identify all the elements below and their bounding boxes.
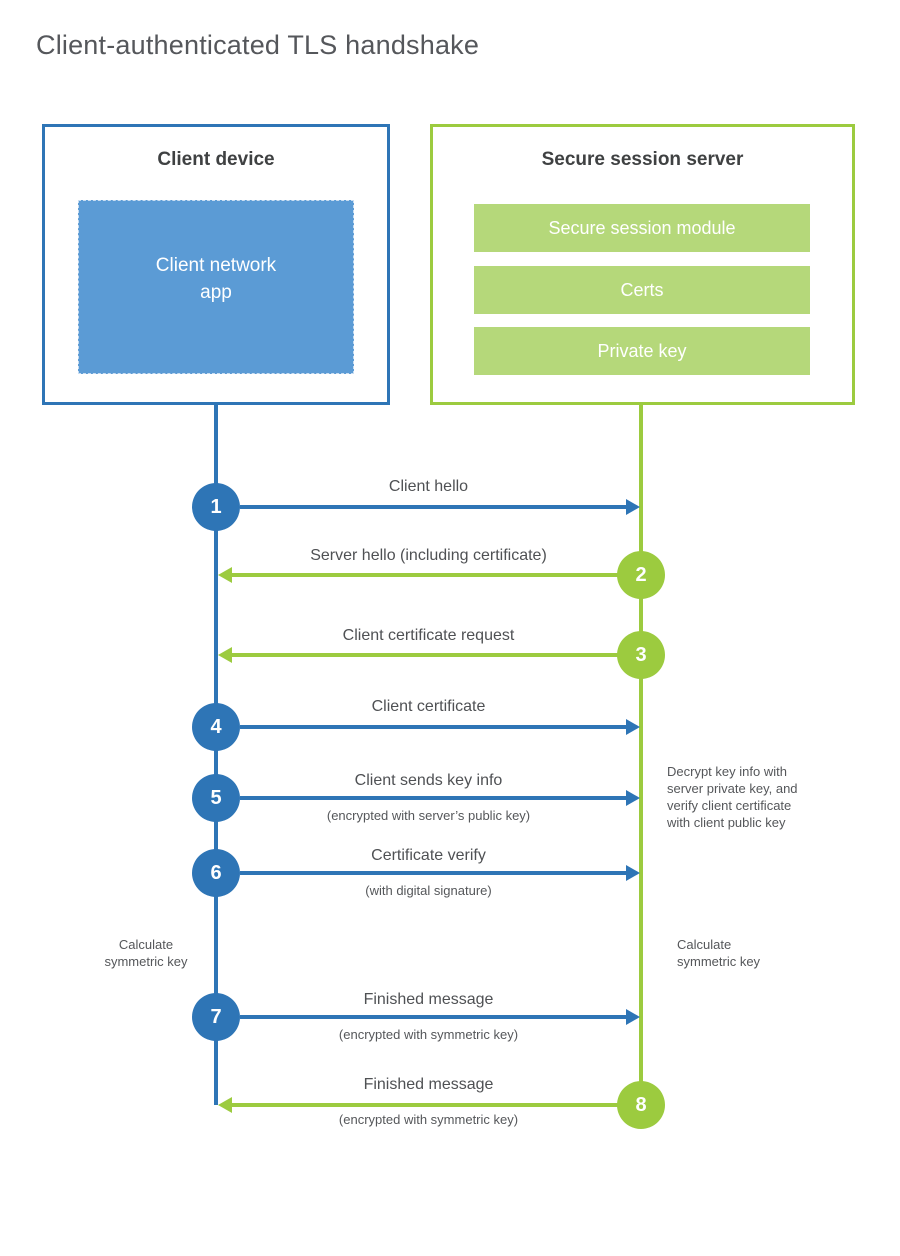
step8-circle: 8 bbox=[617, 1081, 665, 1129]
step7-circle: 7 bbox=[192, 993, 240, 1041]
step2-arrow-line bbox=[232, 573, 622, 577]
client-device-box: Client device Client network app bbox=[42, 124, 390, 405]
step3-circle: 3 bbox=[617, 631, 665, 679]
step4-arrow-line bbox=[240, 725, 630, 729]
step4-arrowhead-icon bbox=[626, 719, 640, 735]
step4-circle: 4 bbox=[192, 703, 240, 751]
server-calculate-symmetric-key-note: Calculate symmetric key bbox=[677, 937, 761, 969]
step8-label: Finished message bbox=[363, 1076, 494, 1093]
server-module-private-key: Private key bbox=[474, 327, 810, 375]
step5-label: Client sends key info bbox=[354, 772, 503, 789]
step2-circle: 2 bbox=[617, 551, 665, 599]
client-device-title: Client device bbox=[157, 149, 275, 170]
secure-session-server-title: Secure session server bbox=[541, 149, 744, 170]
step2-arrowhead-icon bbox=[218, 567, 232, 583]
step6-arrowhead-icon bbox=[626, 865, 640, 881]
step7-label: Finished message bbox=[363, 991, 494, 1008]
step8-arrow-line bbox=[232, 1103, 622, 1107]
server-module-secure-session: Secure session module bbox=[474, 204, 810, 252]
step5-circle: 5 bbox=[192, 774, 240, 822]
step7-arrow-line bbox=[240, 1015, 630, 1019]
server-module-certs: Certs bbox=[474, 266, 810, 314]
client-calculate-symmetric-key-note: Calculate symmetric key bbox=[104, 937, 188, 969]
step5-sublabel: (encrypted with server’s public key) bbox=[326, 808, 531, 823]
step6-label: Certificate verify bbox=[371, 847, 486, 864]
step3-arrowhead-icon bbox=[218, 647, 232, 663]
step1-label: Client hello bbox=[388, 478, 469, 495]
step7-sublabel: (encrypted with symmetric key) bbox=[338, 1027, 519, 1042]
step2-label: Server hello (including certificate) bbox=[310, 547, 547, 564]
step6-circle: 6 bbox=[192, 849, 240, 897]
step6-sublabel: (with digital signature) bbox=[365, 883, 492, 898]
step6-arrow-line bbox=[240, 871, 630, 875]
step8-arrowhead-icon bbox=[218, 1097, 232, 1113]
step5-arrowhead-icon bbox=[626, 790, 640, 806]
step4-label: Client certificate bbox=[371, 698, 486, 715]
server-decrypt-note: Decrypt key info with server private key… bbox=[667, 764, 798, 830]
step7-arrowhead-icon bbox=[626, 1009, 640, 1025]
page-title: Client-authenticated TLS handshake bbox=[36, 30, 480, 60]
step5-arrow-line bbox=[240, 796, 630, 800]
step3-arrow-line bbox=[232, 653, 622, 657]
step1-circle: 1 bbox=[192, 483, 240, 531]
server-lifeline bbox=[639, 405, 643, 1105]
step8-sublabel: (encrypted with symmetric key) bbox=[338, 1112, 519, 1127]
client-lifeline bbox=[214, 405, 218, 1105]
step1-arrow-line bbox=[240, 505, 630, 509]
client-network-app-box: Client network app bbox=[78, 200, 354, 374]
step1-arrowhead-icon bbox=[626, 499, 640, 515]
step3-label: Client certificate request bbox=[342, 627, 515, 644]
secure-session-server-box: Secure session server Secure session mod… bbox=[430, 124, 855, 405]
